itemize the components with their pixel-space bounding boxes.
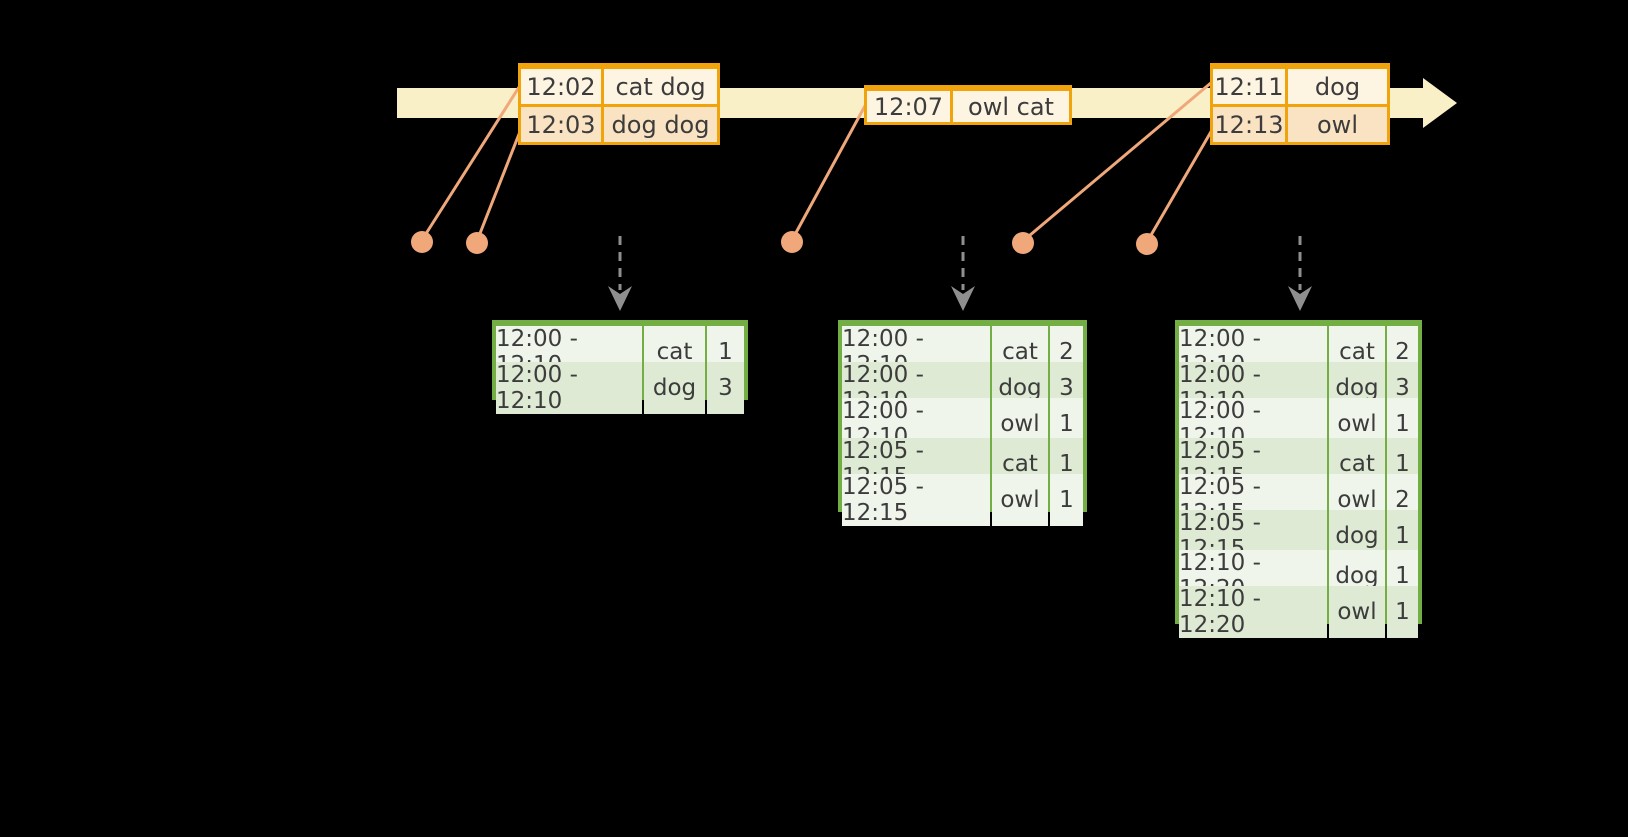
event-words-cell: owl <box>1288 107 1387 142</box>
trigger-arrow-icon <box>608 236 632 311</box>
result-row: 12:00 - 12:10 owl 1 <box>842 398 1083 450</box>
event-connector-line <box>420 83 523 241</box>
count-cell: 2 <box>1387 474 1418 526</box>
count-cell: 1 <box>1387 586 1418 638</box>
window-cell: 12:05 - 12:15 <box>842 474 990 526</box>
event-dot <box>1136 233 1158 255</box>
event-dot <box>466 232 488 254</box>
event-time-cell: 12:02 <box>521 69 601 104</box>
result-table-1: 12:00 - 12:10 cat 1 12:00 - 12:10 dog 3 <box>492 320 748 414</box>
word-cell: owl <box>992 474 1048 526</box>
event-time-cell: 12:07 <box>867 91 950 122</box>
window-cell: 12:10 - 12:20 <box>1179 586 1327 638</box>
event-row: 12:13 owl <box>1213 107 1387 142</box>
trigger-arrow-icon <box>1288 236 1312 311</box>
count-cell: 1 <box>1050 474 1083 526</box>
event-time-cell: 12:13 <box>1213 107 1285 142</box>
event-words-cell: dog <box>1288 69 1387 104</box>
result-row: 12:00 - 12:10 cat 1 <box>496 326 744 378</box>
result-row: 12:05 - 12:15 owl 1 <box>842 474 1083 526</box>
event-words-cell: cat dog <box>604 69 717 104</box>
word-cell: owl <box>1329 586 1385 638</box>
event-dot <box>781 231 803 253</box>
event-dot <box>1012 232 1034 254</box>
result-row: 12:05 - 12:15 owl 2 <box>1179 474 1418 526</box>
trigger-arrow-icon <box>951 236 975 311</box>
result-row: 12:00 - 12:10 cat 2 <box>842 326 1083 378</box>
event-row: 12:03 dog dog <box>521 107 717 142</box>
count-cell: 3 <box>707 362 744 414</box>
event-connector-line <box>1145 129 1214 243</box>
result-row: 12:00 - 12:10 owl 1 <box>1179 398 1418 450</box>
event-dots <box>411 231 1158 255</box>
result-row: 12:00 - 12:10 dog 3 <box>496 362 744 414</box>
result-row: 12:10 - 12:20 dog 1 <box>1179 550 1418 602</box>
result-row: 12:10 - 12:20 owl 1 <box>1179 586 1418 638</box>
trigger-arrows <box>608 236 1312 311</box>
event-connector-line <box>475 123 525 242</box>
word-cell: dog <box>644 362 705 414</box>
window-cell: 12:00 - 12:10 <box>496 362 642 414</box>
event-connector-lines <box>420 80 1214 243</box>
event-words-cell: dog dog <box>604 107 717 142</box>
event-table-1: 12:02 cat dog 12:03 dog dog <box>518 63 720 145</box>
event-row: 12:07 owl cat <box>867 91 1069 122</box>
event-row: 12:11 dog <box>1213 69 1387 104</box>
result-table-3: 12:00 - 12:10 cat 2 12:00 - 12:10 dog 3 … <box>1175 320 1422 638</box>
event-table-3: 12:11 dog 12:13 owl <box>1210 63 1390 145</box>
result-row: 12:05 - 12:15 cat 1 <box>842 438 1083 490</box>
result-row: 12:00 - 12:10 cat 2 <box>1179 326 1418 378</box>
result-row: 12:00 - 12:10 dog 3 <box>842 362 1083 414</box>
result-row: 12:05 - 12:15 dog 1 <box>1179 510 1418 562</box>
event-dot <box>411 231 433 253</box>
event-time-cell: 12:03 <box>521 107 601 142</box>
result-row: 12:05 - 12:15 cat 1 <box>1179 438 1418 490</box>
event-row: 12:02 cat dog <box>521 69 717 104</box>
event-words-cell: owl cat <box>953 91 1069 122</box>
result-row: 12:00 - 12:10 dog 3 <box>1179 362 1418 414</box>
event-connector-line <box>790 103 868 241</box>
event-connector-line <box>1022 80 1213 243</box>
result-table-2: 12:00 - 12:10 cat 2 12:00 - 12:10 dog 3 … <box>838 320 1087 526</box>
event-time-cell: 12:11 <box>1213 69 1285 104</box>
event-table-2: 12:07 owl cat <box>864 85 1072 125</box>
